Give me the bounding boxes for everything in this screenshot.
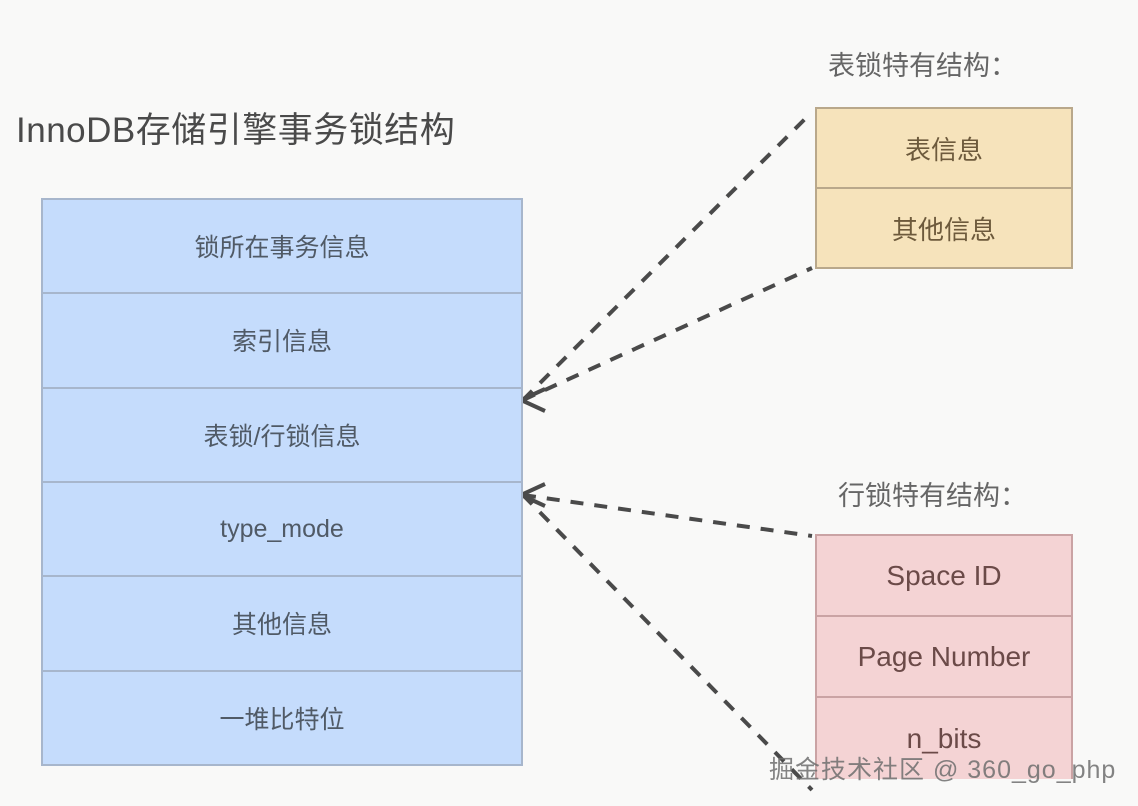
lock-structure-box: 锁所在事务信息 索引信息 表锁/行锁信息 type_mode 其他信息 一堆比特… xyxy=(41,198,523,766)
row-lock-structure-box: Space ID Page Number n_bits xyxy=(815,534,1073,779)
table-lock-caption: 表锁特有结构： xyxy=(828,51,1017,81)
arrowhead-row-lock xyxy=(516,482,546,508)
row-lock-row: Space ID xyxy=(817,536,1071,617)
row-lock-caption: 行锁特有结构： xyxy=(838,481,1027,511)
arrowhead-table-lock xyxy=(516,387,546,413)
page-title: InnoDB存储引擎事务锁结构 xyxy=(16,111,456,150)
lock-structure-row: 一堆比特位 xyxy=(219,705,345,734)
lock-structure-row: 锁所在事务信息 xyxy=(43,200,521,295)
table-lock-row: 表信息 xyxy=(817,109,1071,189)
lock-structure-row: type_mode xyxy=(43,483,521,578)
row-lock-row: Page Number xyxy=(817,617,1071,698)
lock-structure-row: 表锁/行锁信息 xyxy=(43,389,521,483)
table-lock-row: 其他信息 xyxy=(891,214,996,245)
connector-row-lock-top xyxy=(522,493,813,538)
watermark: 掘金技术社区 @ 360_go_php xyxy=(769,756,1117,784)
connector-table-lock-bottom xyxy=(522,266,813,402)
connector-table-lock-top xyxy=(521,110,814,402)
table-lock-structure-box: 表信息 其他信息 xyxy=(815,107,1073,269)
lock-structure-row: 其他信息 xyxy=(43,577,521,672)
row-lock-row: n_bits xyxy=(906,722,982,754)
connector-row-lock-bottom xyxy=(521,493,814,792)
lock-structure-row: 索引信息 xyxy=(43,294,521,389)
